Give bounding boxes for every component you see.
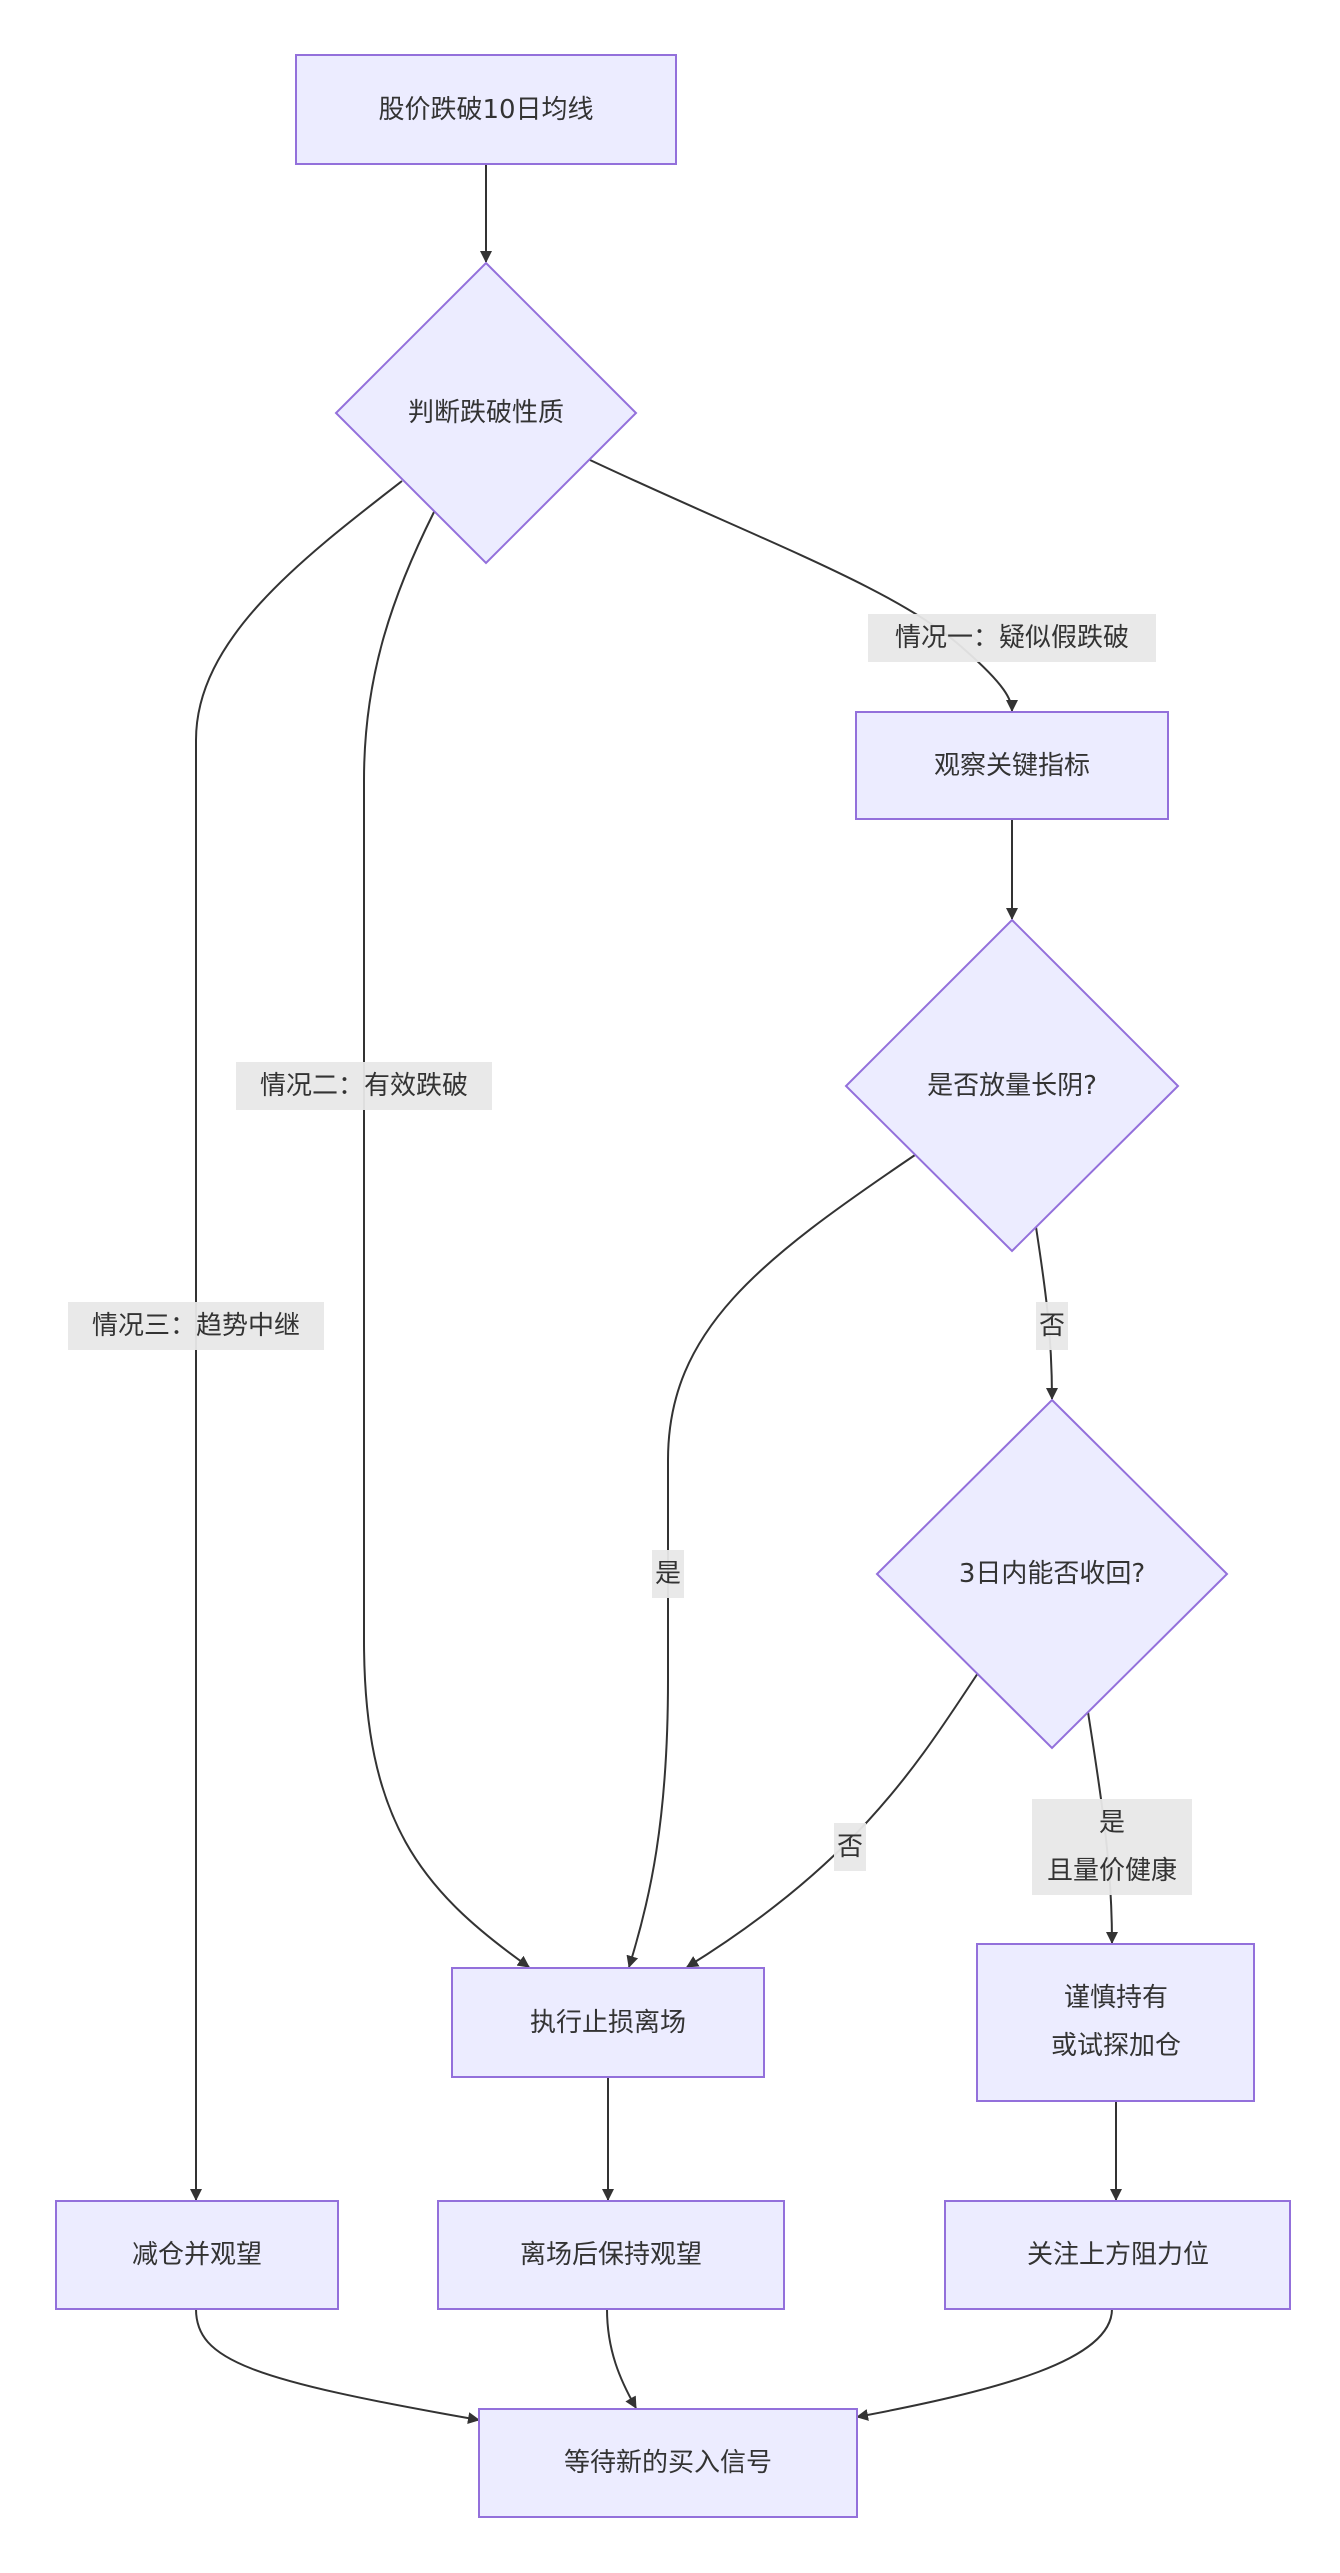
node-recover-text: 3日内能否收回? [959, 1559, 1145, 1589]
node-observe: 观察关键指标 [855, 711, 1169, 820]
node-wait: 等待新的买入信号 [478, 2408, 858, 2518]
edge-label-recover-no: 否 [834, 1823, 866, 1871]
node-judge: 判断跌破性质 [334, 261, 638, 565]
edge-label-volume-yes-text: 是 [655, 1559, 681, 1589]
edges [190, 164, 1122, 2425]
node-stoploss-text: 执行止损离场 [530, 2008, 686, 2038]
edge-reduce-to-wait [195, 2308, 480, 2425]
node-start-text: 股价跌破10日均线 [378, 95, 593, 125]
edge-label-recover-yes-line2: 且量价健康 [1047, 1856, 1177, 1886]
node-judge-text: 判断跌破性质 [408, 398, 564, 428]
node-hold: 谨慎持有 或试探加仓 [976, 1943, 1255, 2102]
node-volume-text: 是否放量长阴? [927, 1071, 1097, 1101]
edge-label-recover-no-text: 否 [837, 1832, 863, 1862]
edge-label-case3-text: 情况三：趋势中继 [92, 1311, 300, 1341]
edge-watch-to-wait [606, 2308, 637, 2409]
edge-label-volume-yes: 是 [652, 1550, 684, 1598]
edge-volume-to-stoploss [626, 1154, 916, 1968]
node-stoploss: 执行止损离场 [451, 1967, 765, 2078]
edge-label-case3: 情况三：趋势中继 [68, 1302, 324, 1350]
node-watch-after-exit: 离场后保持观望 [437, 2200, 785, 2310]
node-reduce-text: 减仓并观望 [132, 2240, 262, 2270]
edge-recover-to-stoploss [686, 1672, 979, 1968]
node-resistance: 关注上方阻力位 [944, 2200, 1291, 2310]
node-start: 股价跌破10日均线 [295, 54, 677, 165]
edge-label-recover-yes-line1: 是 [1099, 1808, 1125, 1838]
node-reduce: 减仓并观望 [55, 2200, 339, 2310]
edge-label-volume-no-text: 否 [1039, 1311, 1065, 1341]
edge-resistance-to-wait [856, 2308, 1113, 2421]
node-watch-after-exit-text: 离场后保持观望 [520, 2240, 702, 2270]
node-volume: 是否放量长阴? [844, 918, 1180, 1253]
node-recover: 3日内能否收回? [875, 1398, 1229, 1750]
node-hold-text-line2: 或试探加仓 [1051, 2031, 1181, 2061]
edge-judge-to-stoploss [363, 511, 530, 1968]
node-observe-text: 观察关键指标 [934, 751, 1090, 781]
edge-judge-to-reduce [190, 480, 403, 2201]
edge-label-case1-text: 情况一：疑似假跌破 [895, 623, 1129, 653]
edge-label-recover-yes: 是 且量价健康 [1032, 1799, 1192, 1895]
node-resistance-text: 关注上方阻力位 [1027, 2240, 1209, 2270]
node-hold-text-line1: 谨慎持有 [1064, 1983, 1168, 2013]
edge-judge-to-observe [589, 459, 1018, 712]
edge-label-case2: 情况二：有效跌破 [236, 1062, 492, 1110]
edge-label-volume-no: 否 [1036, 1302, 1068, 1350]
node-wait-text: 等待新的买入信号 [564, 2448, 772, 2478]
edge-label-case1: 情况一：疑似假跌破 [868, 614, 1156, 662]
edge-label-case2-text: 情况二：有效跌破 [260, 1071, 468, 1101]
